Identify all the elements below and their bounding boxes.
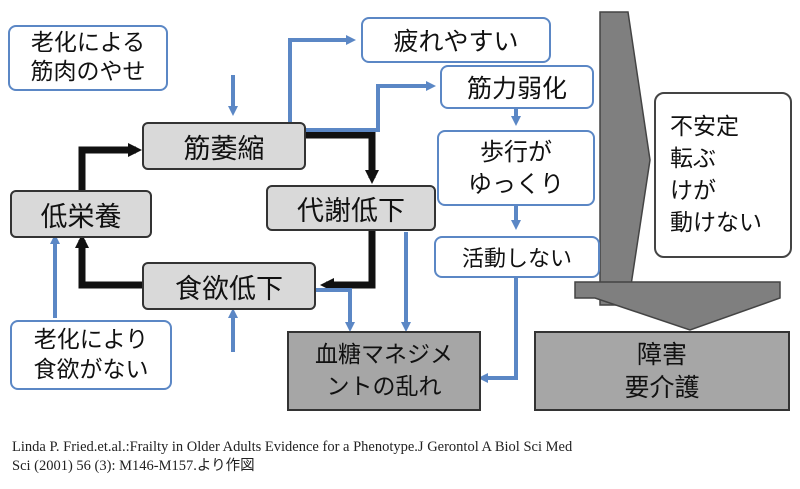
cycle-arrow-right-bottom [320, 228, 376, 292]
right-big-arrow [599, 11, 651, 306]
node-low-nutrition: 低栄養 [10, 190, 152, 238]
node-unstable: 不安定 転ぶ けが 動けない [654, 92, 792, 258]
arrow-sarcopenia-to-fatigue [288, 35, 356, 125]
node-walking-slow: 歩行が ゆっくり [437, 130, 595, 206]
citation: Linda P. Fried.et.al.:Frailty in Older A… [12, 439, 573, 474]
cycle-arrow-top-right [305, 131, 379, 184]
node-inactive: 活動しない [434, 236, 600, 278]
arrow-sarcopenia-to-weak [300, 81, 436, 132]
down-big-arrow [574, 281, 781, 331]
node-sarcopenia: 筋萎縮 [142, 122, 306, 170]
node-aging-muscle: 老化による 筋肉のやせ [8, 25, 168, 91]
node-metabolism: 代謝低下 [266, 185, 436, 231]
node-appetite-low: 食欲低下 [142, 262, 316, 310]
cycle-arrow-bottom-left [75, 234, 148, 289]
node-muscle-weak: 筋力弱化 [440, 65, 594, 109]
node-blood-sugar: 血糖マネジメ ントの乱れ [287, 331, 481, 411]
arrow-inactive-to-bloodsugar [478, 276, 518, 383]
node-aging-appetite: 老化により 食欲がない [10, 320, 172, 390]
node-disability: 障害 要介護 [534, 331, 790, 411]
cycle-arrow-left-top [78, 143, 142, 192]
node-fatigue: 疲れやすい [361, 17, 551, 63]
arrow-appetite-to-bloodsugar [316, 288, 355, 332]
